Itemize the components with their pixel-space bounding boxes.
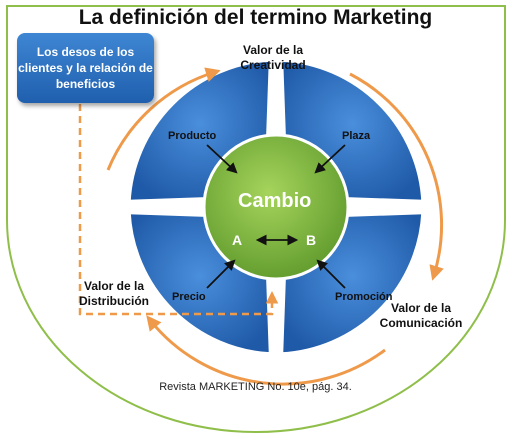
arrow-plaza [314,144,346,174]
label-valor-comunicacion: Valor de la Comunicación [379,301,463,330]
arrow-producto [206,144,238,174]
arrow-promocion [316,259,346,289]
label-producto: Producto [168,130,217,142]
label-a: A [232,232,243,248]
cycle-arrow-right [349,72,444,281]
center-circle [202,133,350,281]
callout-text: Los desos de los clientes y la relación … [18,45,153,91]
label-b: B [306,232,317,248]
benefits-callout: Los desos de los clientes y la relación … [17,33,154,103]
label-promocion: Promoción [335,291,393,303]
label-valor-distribucion: Valor de la Distribución [78,279,149,308]
center-title: Cambio [238,190,312,212]
label-precio: Precio [172,291,206,303]
cycle-arrow-bottom [146,315,386,386]
cycle-arrow-top [106,67,221,171]
arrow-precio [206,259,236,289]
dashed-connector [78,104,279,316]
source-citation: Revista MARKETING No. 10e, pág. 34. [159,381,352,393]
diagram-title: La definición del termino Marketing [78,6,433,29]
label-plaza: Plaza [342,130,371,142]
label-valor-creatividad: Valor de la Creatividad [240,43,306,72]
